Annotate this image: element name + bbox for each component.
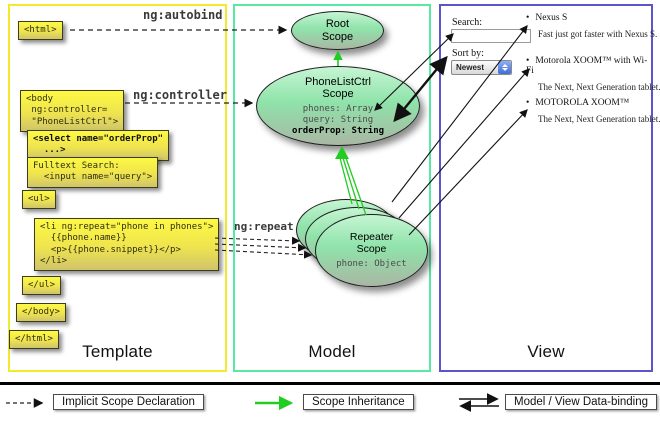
root-scope-title: Root Scope	[321, 17, 354, 43]
legend-scope-inheritance: Scope Inheritance	[303, 394, 414, 410]
code-box-body-open: <body ng:controller= "PhoneListCtrl">	[20, 90, 125, 132]
phone-name: Nexus S	[526, 13, 654, 23]
repeater-scope-ellipse-front: Repeater Scope phone: Object	[315, 214, 428, 287]
sort-select-value: Newest	[456, 63, 485, 72]
phone-name: Motorola XOOM™ with Wi-Fi	[526, 56, 654, 76]
code-box-html-open: <html>	[18, 21, 63, 41]
sort-by-label: Sort by:	[452, 48, 484, 59]
select-stepper-icon	[498, 61, 511, 74]
list-item: Nexus S Fast just got faster with Nexus …	[526, 13, 658, 39]
sort-select[interactable]: Newest	[451, 60, 512, 75]
code-box-select: <select name="orderProp" ...>	[27, 130, 170, 161]
scope-prop-orderprop: orderProp: String	[291, 125, 385, 136]
code-box-body-close: </body>	[16, 303, 66, 323]
repeater-scope-title: Repeater Scope	[349, 231, 394, 256]
code-box-ul-close: </ul>	[22, 276, 62, 296]
code-box-li-repeat: <li ng:repeat="phone in phones"> {{phone…	[34, 218, 220, 271]
scope-prop-phones: phones: Array	[302, 103, 374, 114]
legend-divider	[0, 382, 660, 385]
model-column: Model	[233, 4, 431, 372]
code-box-ul-open: <ul>	[22, 190, 56, 210]
legend-implicit-scope-declaration: Implicit Scope Declaration	[53, 394, 204, 410]
list-item: MOTOROLA XOOM™ The Next, Next Generation…	[526, 98, 660, 124]
legend-model-view-data-binding: Model / View Data-binding	[505, 394, 658, 410]
scope-prop-phone: phone: Object	[336, 259, 407, 270]
label-ng-autobind: ng:autobind	[143, 8, 223, 22]
code-box-html-close: </html>	[9, 330, 59, 350]
phone-name: MOTOROLA XOOM™	[526, 98, 654, 108]
search-label: Search:	[452, 17, 482, 28]
label-ng-controller: ng:controller	[133, 88, 227, 102]
root-scope-ellipse: Root Scope	[291, 11, 384, 50]
phonelistctrl-scope-ellipse: PhoneListCtrl Scope phones: Array query:…	[256, 66, 420, 146]
phone-desc: The Next, Next Generation tablet.	[538, 82, 660, 92]
phone-desc: Fast just got faster with Nexus S.	[538, 29, 658, 39]
template-column-title: Template	[82, 342, 153, 361]
phone-desc: The Next, Next Generation tablet.	[538, 114, 660, 124]
code-box-fulltext: Fulltext Search: <input name="query">	[27, 157, 159, 188]
phonelistctrl-scope-title: PhoneListCtrl Scope	[304, 75, 372, 101]
list-item: Motorola XOOM™ with Wi-Fi The Next, Next…	[526, 56, 660, 92]
model-column-title: Model	[308, 342, 356, 361]
search-input[interactable]	[451, 29, 531, 43]
label-ng-repeat: ng:repeat	[234, 220, 294, 233]
scope-prop-query: query: String	[302, 114, 374, 125]
view-column-title: View	[527, 342, 565, 361]
